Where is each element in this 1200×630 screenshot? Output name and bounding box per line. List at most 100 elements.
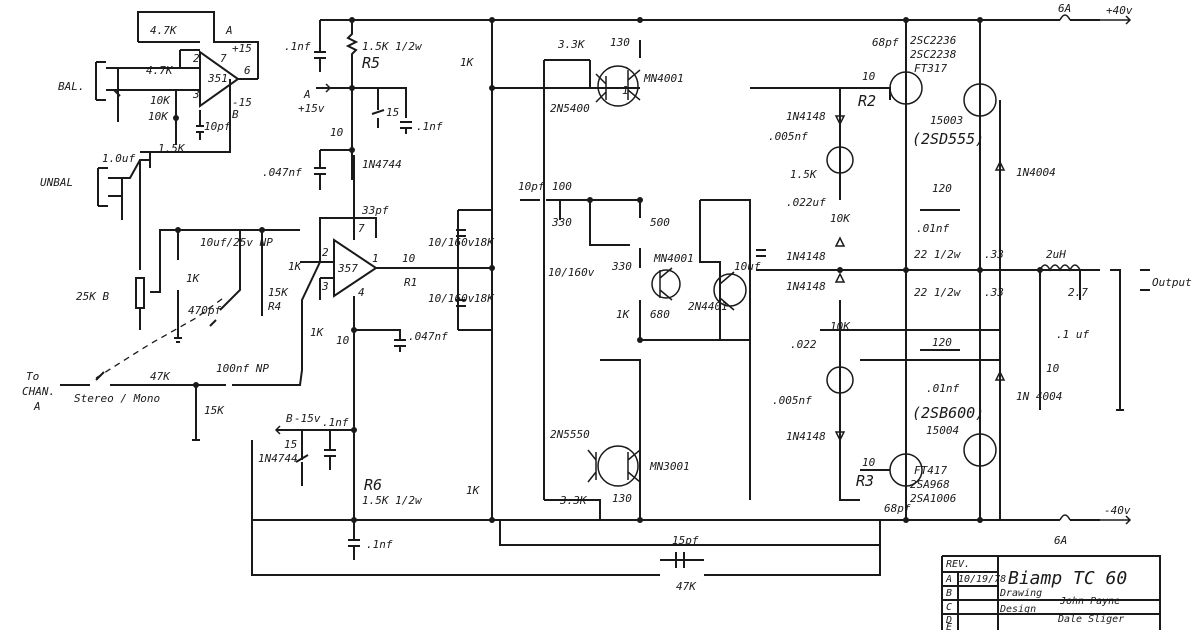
out-c022-bot-label: .022 (790, 338, 817, 351)
u2-pin-2-label: 2 (322, 246, 329, 259)
out-in4148-b-label: 1N4148 (786, 280, 826, 293)
v-neg-label: -40v (1104, 504, 1131, 517)
out-q-2sa1006-label: 2SA1006 (910, 492, 957, 505)
supply-a-in4744-label: 1N4744 (362, 158, 402, 171)
rev-a-date: 10/19/78 (958, 574, 1006, 585)
r15k-r4-label: 15K (268, 286, 289, 299)
out-q-ft417-label: FT417 (914, 464, 947, 477)
to-label: To (26, 370, 39, 383)
driver-c10uf-b-label: 10/160v (428, 292, 475, 305)
out-c01-top-label: .01nf (916, 222, 949, 235)
driver-r330b-label: 330 (611, 260, 632, 273)
out-c68pf-top-label: 68pf (872, 36, 899, 49)
driver-r1k-bot-label: 1K (466, 484, 481, 497)
c100nf-label: 100nf NP (216, 362, 269, 375)
driver-c10uf-d-label: 10uf (734, 260, 761, 273)
out-c005-bot-label: .005nf (772, 394, 812, 407)
r47k-label: 4.7K (146, 64, 174, 77)
rev-b: B (946, 588, 952, 599)
u2-pin-7-label: 7 (358, 222, 365, 235)
out-c68pf-bot-label: 68pf (884, 502, 911, 515)
rev-c: C (946, 602, 952, 613)
unbal-label: UNBAL (40, 176, 73, 189)
driver-r18k-a-label: 18K (474, 236, 495, 249)
vas-q-mn4001-label: MN4001 (643, 72, 684, 85)
supply-a-c047-label: .047nf (262, 166, 302, 179)
driver-c10uf-c-label: 10/160v (548, 266, 595, 279)
out-r27-label: 2.7 (1068, 286, 1088, 299)
r10k-b-label: 10K (148, 110, 169, 123)
r5-value-label: 1.5K 1/2w (362, 40, 423, 53)
r10k-a-label: 10K (150, 94, 171, 107)
driver-r100-label: 100 (552, 180, 572, 193)
rail-fuses (274, 14, 1132, 525)
driver-c10pf-label: 10pf (518, 180, 545, 193)
u2-pin-4-label: 4 (358, 286, 365, 299)
stereo-mono-label: Stereo / Mono (74, 392, 160, 405)
pin-7-label: 7 (220, 52, 227, 65)
vas-q-2n5400-label: 2N5400 (550, 102, 590, 115)
out-r22-top-label: 22 1/2w (914, 248, 962, 261)
r47k-in-label: 47K (150, 370, 171, 383)
out-r2-label: R2 (858, 92, 876, 110)
supply-b-in4744-label: 1N4744 (258, 452, 298, 465)
u2-pin-3-label: 3 (321, 280, 329, 293)
r15k-gnd-label: 15K (204, 404, 225, 417)
r1k-b-label: 1K (288, 260, 303, 273)
supply-b-r10-label: 10 (336, 334, 350, 347)
out-c005-top-label: .005nf (768, 130, 808, 143)
out-r10k-bot-label: 10K (830, 320, 851, 333)
input-labels: BAL. UNBAL To CHAN. A Stereo / Mono 351 … (22, 24, 379, 417)
title-block: REV. A 10/19/78 B C D E Biamp TC 60 Draw… (941, 555, 1161, 630)
output-labels: 68pf 2SC2236 2SC2238 FT317 10 R2 15003 (… (768, 2, 1192, 547)
r15k-label: 1.5K (158, 142, 186, 155)
driver-r330a-label: 330 (551, 216, 572, 229)
v-pos-label: +40v (1106, 4, 1133, 17)
vas-r33k-top-label: 3.3K (557, 38, 586, 51)
output-stage (597, 20, 1150, 520)
supply-a-c1nf-label: .1nf (284, 40, 311, 53)
out-q-2sd555-label: (2SD555) (912, 130, 984, 148)
pin-3-label: 3 (192, 88, 200, 101)
r1k-label: 1K (186, 272, 201, 285)
vas-r33k-bot-label: 3.3K (559, 494, 588, 507)
out-c1uf-label: .1 uf (1056, 328, 1089, 341)
out-q-2sb600-label: (2SB600) (912, 404, 984, 422)
driver-stage (430, 20, 766, 520)
out-l2uh-label: 2uH (1046, 248, 1066, 261)
driver-r1k-mid-label: 1K (616, 308, 631, 321)
driver-r680-label: 680 (650, 308, 670, 321)
vas-q-2n5550-label: 2N5550 (550, 428, 590, 441)
opamp-351-label: 351 (207, 72, 228, 85)
r6-name-label: R6 (364, 476, 382, 494)
supply-b-c047-label: .047nf (408, 330, 448, 343)
pot-label: 25K B (76, 290, 109, 303)
out-in4148-c-label: 1N4148 (786, 430, 826, 443)
c470pf-label: 470pf (188, 304, 221, 317)
plus15-label: +15 (232, 42, 252, 55)
out-r33-bot-label: .33 (984, 286, 1004, 299)
r47k-fb-label: 4.7K (150, 24, 178, 37)
supply-b-label: B (286, 412, 293, 425)
opamp-b-label: B (232, 108, 239, 121)
supply-a-c1nf-b-label: .1nf (416, 120, 443, 133)
out-r120-top-label: 120 (932, 182, 952, 195)
vas-r130-bot-label: 130 (612, 492, 632, 505)
fuse-bot-label: 6A (1054, 534, 1067, 547)
r4-label: R4 (268, 300, 281, 313)
pin-6-label: 6 (244, 64, 251, 77)
out-r10-bot-label: 10 (862, 456, 876, 469)
driver-q-2n4401-label: 2N4401 (688, 300, 728, 313)
out-r10-top-label: 10 (862, 70, 876, 83)
out-in4148-top-label: 1N4148 (786, 110, 826, 123)
out-r10k-top-label: 10K (830, 212, 851, 225)
opamp-a-label: A (225, 24, 233, 37)
out-c022-top-label: .022uf (786, 196, 826, 209)
out-in4004-top-label: 1N4004 (1016, 166, 1056, 179)
out-in4148-a-label: 1N4148 (786, 250, 826, 263)
driver-r1k-top-label: 1K (460, 56, 475, 69)
out-q-15003-label: 15003 (930, 114, 963, 127)
bal-label: BAL. (58, 80, 85, 93)
out-r3-label: R3 (856, 472, 874, 490)
supply-a-r10-label: 10 (330, 126, 344, 139)
